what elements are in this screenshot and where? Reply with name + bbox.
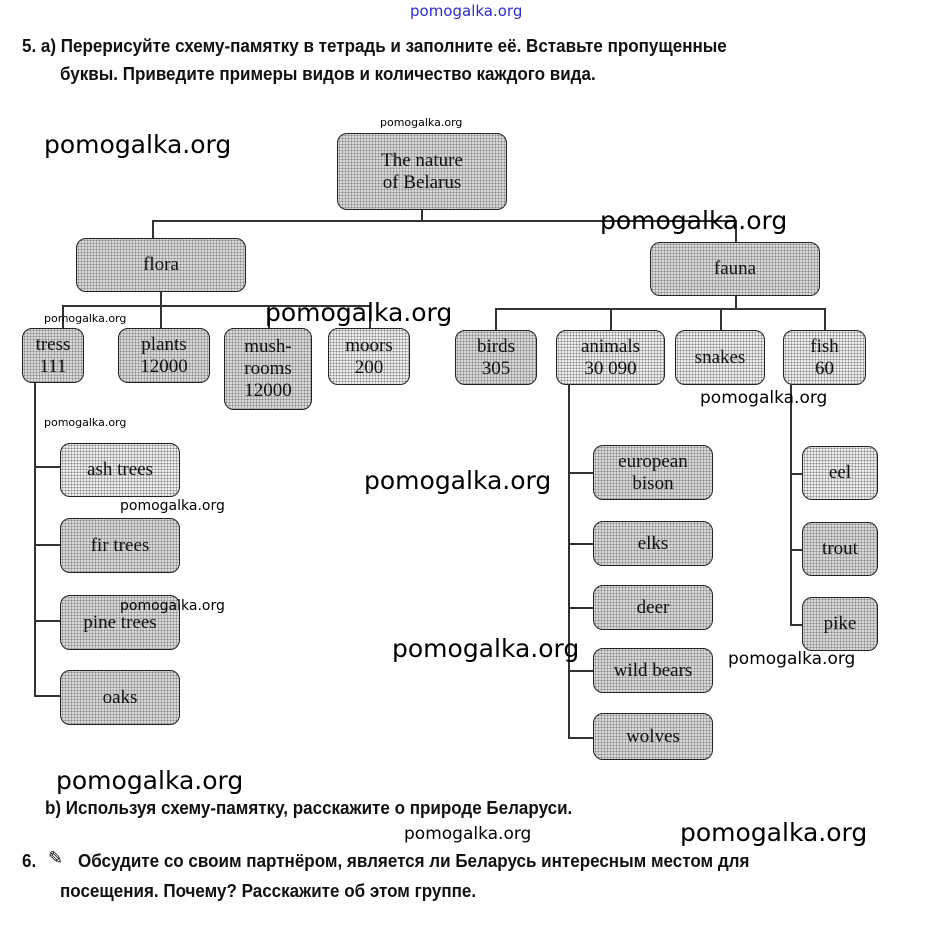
node-label: rooms [244,358,292,379]
node-label: pine trees [83,611,157,633]
node-count: 30 090 [584,357,637,379]
watermark: pomogalka.org [728,649,856,669]
node-label: mush- [244,336,292,357]
fish-trout: trout [802,522,878,576]
node-label: birds [477,335,515,357]
fauna-label: fauna [713,258,757,279]
node-label: snakes [694,346,746,368]
root-line2: of Belarus [382,171,462,193]
watermark: pomogalka.org [44,416,127,429]
node-label: plants [141,333,187,355]
watermark: pomogalka.org [700,388,828,408]
root-line1: The nature [381,149,463,171]
tree-fir: fir trees [60,518,180,573]
node-label: elks [637,532,669,554]
node-label: fir trees [90,534,150,556]
pencil-icon: ✎ [48,848,64,868]
node-label: oaks [102,686,138,708]
animal-elks: elks [593,521,713,566]
watermark: pomogalka.org [265,298,453,327]
node-label: trout [822,538,858,559]
fauna-node: fauna [650,242,820,296]
snakes-node: snakes [675,330,765,385]
watermark: pomogalka.org [380,116,463,129]
flora-label: flora [143,254,179,275]
node-count: 12000 [244,380,292,401]
watermark: pomogalka.org [56,766,244,795]
task-6-number: 6. [22,850,37,871]
node-count: 305 [481,357,511,379]
node-label: moors [345,334,393,356]
node-label: eel [828,462,852,483]
node-label: tress [35,333,71,355]
fish-eel: eel [802,446,878,500]
animal-wolves: wolves [593,713,713,760]
root-node: The nature of Belarus [337,133,507,210]
tree-oaks: oaks [60,670,180,725]
watermark: pomogalka.org [44,130,232,159]
watermark: pomogalka.org [44,312,127,325]
node-count: 200 [354,356,384,378]
watermark: pomogalka.org [120,598,225,614]
node-count: 60 [815,357,834,379]
task-6-line2: посещения. Почему? Расскажите об этом гр… [60,880,477,901]
task-5a-line2: буквы. Приведите примеры видов и количес… [60,63,596,84]
watermark: pomogalka.org [120,498,225,514]
watermark: pomogalka.org [600,206,788,235]
watermark: pomogalka.org [392,634,580,663]
node-label: wild bears [613,659,693,681]
node-label: deer [636,596,670,618]
node-label: animals [580,335,641,357]
node-count: 12000 [140,355,188,377]
tree-ash: ash trees [60,443,180,497]
watermark: pomogalka.org [680,818,868,847]
animal-wild-bears: wild bears [593,648,713,693]
watermark: pomogalka.org [404,824,532,844]
task-6-line1: Обсудите со своим партнёром, является ли… [78,850,750,871]
watermark: pomogalka.org [364,466,552,495]
tree-pine: pine trees [60,595,180,650]
task-5b: b) Используя схему-памятку, расскажите о… [45,797,573,818]
node-label: bison [632,472,674,494]
task-5a-line1: 5. а) Перерисуйте схему-памятку в тетрад… [22,35,727,56]
header-watermark: pomogalka.org [410,2,523,20]
node-label: european [618,450,688,472]
animal-deer: deer [593,585,713,630]
node-label: wolves [626,725,680,747]
node-label: ash trees [87,459,153,480]
flora-node: flora [76,238,246,292]
node-label: fish [810,335,839,357]
node-label: pike [823,613,857,634]
fish-pike: pike [802,597,878,651]
node-count: 111 [39,355,67,377]
